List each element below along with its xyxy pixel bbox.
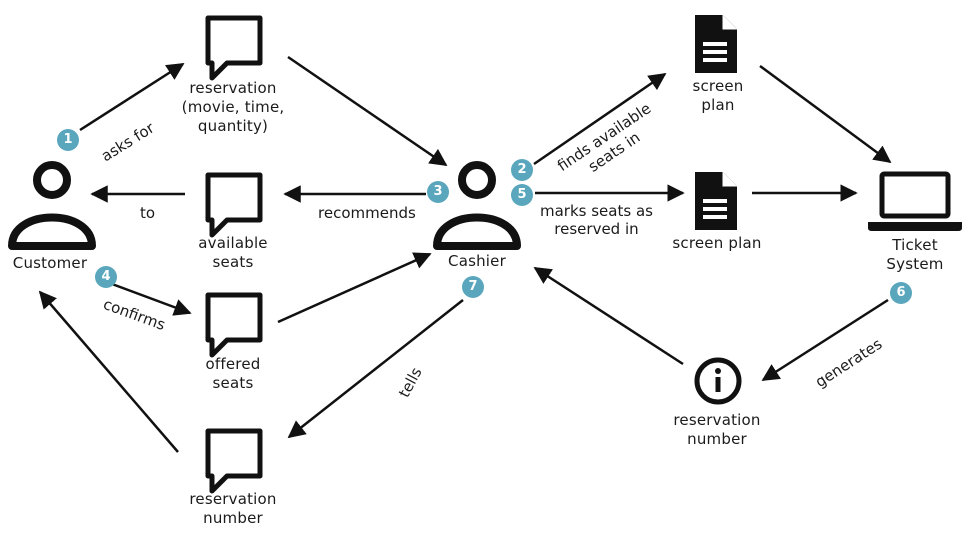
ticket-system-label: Ticket System bbox=[886, 236, 944, 273]
edge-offered-seats-to-cashier bbox=[277, 252, 432, 324]
edge-cashier-to-screen-plan-top bbox=[533, 72, 667, 166]
offered-seats-label: offered seats bbox=[205, 355, 261, 392]
screen-plan-mid-document-icon bbox=[695, 172, 737, 230]
cashier-person-icon bbox=[433, 161, 521, 250]
step-badge-3: 3 bbox=[427, 181, 449, 203]
reservation-number-info-icon bbox=[694, 357, 742, 405]
ticket-system-laptop-icon bbox=[868, 171, 962, 231]
step-badge-6: 6 bbox=[890, 282, 912, 304]
edge-label-recommends: recommends bbox=[318, 204, 416, 222]
edge-cashier-to-reservation-number-bubble bbox=[287, 299, 464, 439]
available-seats-speech-bubble-icon bbox=[205, 172, 263, 238]
cashier-label: Cashier bbox=[448, 252, 506, 270]
edge-reservation-request-to-cashier bbox=[287, 55, 448, 167]
customer-person-icon bbox=[8, 161, 96, 250]
screen-plan-mid-label: screen plan bbox=[672, 234, 762, 252]
reservation-number-info-label: reservation number bbox=[673, 411, 761, 448]
edge-label-marks: marks seats as reserved in bbox=[540, 202, 653, 238]
step-badge-4: 4 bbox=[95, 266, 117, 288]
reservation-request-speech-bubble-icon bbox=[205, 15, 263, 81]
screen-plan-top-label: screen plan bbox=[692, 77, 744, 114]
reservation-request-label: reservation (movie, time, quantity) bbox=[181, 79, 285, 135]
step-badge-1: 1 bbox=[57, 129, 79, 151]
screen-plan-top-document-icon bbox=[695, 15, 737, 73]
edge-customer-to-offered-seats bbox=[111, 282, 192, 316]
edge-reservation-number-bubble-to-customer bbox=[38, 290, 179, 453]
edge-reservation-number-to-cashier bbox=[533, 266, 684, 366]
customer-label: Customer bbox=[12, 254, 88, 272]
edge-ticket-system-to-reservation-number bbox=[761, 298, 889, 382]
step-badge-5: 5 bbox=[511, 184, 533, 206]
reservation-number-speech-bubble-icon bbox=[205, 428, 263, 494]
available-seats-label: available seats bbox=[198, 234, 268, 271]
step-badge-2: 2 bbox=[511, 159, 533, 181]
offered-seats-speech-bubble-icon bbox=[205, 292, 263, 358]
edge-label-to: to bbox=[140, 204, 156, 222]
reservation-number-bubble-label: reservation number bbox=[189, 490, 277, 527]
edge-customer-to-reservation-request bbox=[79, 62, 185, 132]
edge-screen-plan-top-to-ticket-system bbox=[759, 64, 892, 164]
step-badge-7: 7 bbox=[462, 276, 484, 298]
